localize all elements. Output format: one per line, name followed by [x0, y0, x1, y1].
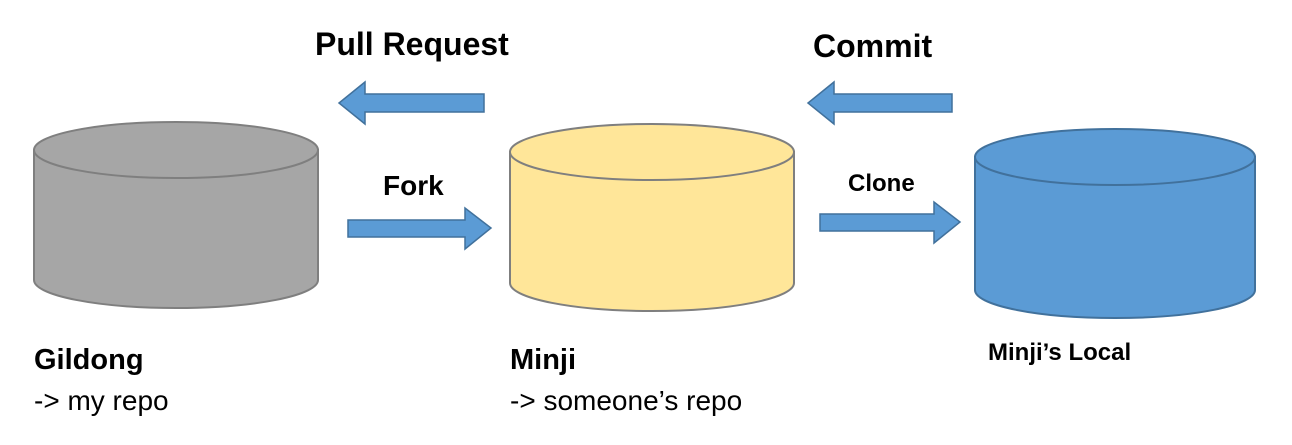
local-repo-cylinder [974, 128, 1256, 319]
gildong-repo-cylinder [33, 121, 319, 309]
minji-repo-desc: -> someone’s repo [510, 385, 743, 416]
pull-request-label: Pull Request [315, 26, 509, 62]
minji-repo-name: Minji [510, 344, 577, 376]
gildong-repo-name: Gildong [34, 344, 144, 376]
minji-repo-cylinder [509, 123, 795, 312]
commit-label: Commit [813, 28, 933, 64]
fork-label: Fork [383, 170, 444, 201]
fork-arrow [347, 206, 493, 251]
pull-request-arrow [337, 80, 485, 126]
commit-arrow [806, 80, 953, 126]
local-repo-name: Minji’s Local [988, 339, 1132, 366]
clone-arrow [819, 200, 962, 245]
gildong-repo-desc: -> my repo [34, 385, 169, 416]
clone-label: Clone [848, 170, 915, 197]
